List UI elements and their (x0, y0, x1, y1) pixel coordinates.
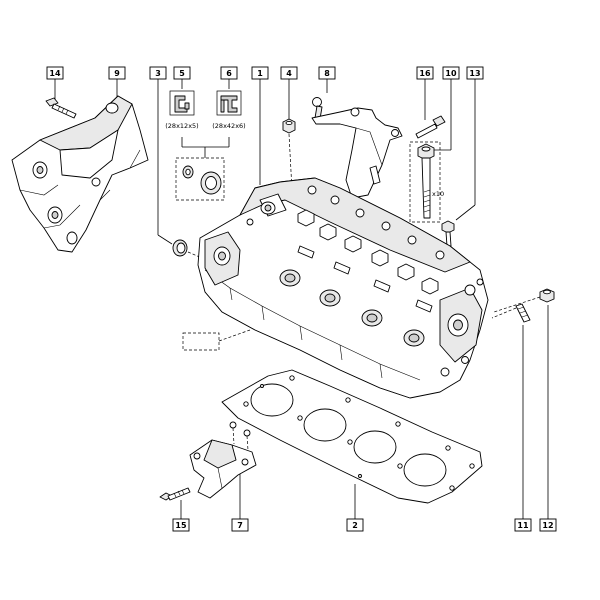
callout-14: 14 (46, 66, 64, 80)
seals-group (175, 157, 225, 201)
callout-label: 5 (179, 69, 185, 78)
callout-label: 9 (114, 69, 120, 78)
callout-2: 2 (346, 518, 364, 532)
callout-label: 4 (286, 69, 292, 78)
core-plug-3 (172, 239, 188, 257)
callout-6: 6 (220, 66, 238, 80)
callout-label: 16 (419, 69, 431, 78)
stud-11-axis (491, 307, 517, 319)
nut-4 (282, 118, 296, 134)
callout-13: 13 (466, 66, 484, 80)
leader-lines (54, 79, 549, 519)
callout-10: 10 (442, 66, 460, 80)
callout-12: 12 (539, 518, 557, 532)
callout-label: 13 (469, 69, 480, 78)
callout-9: 9 (108, 66, 126, 80)
bracket-7 (189, 421, 257, 499)
callout-3: 3 (149, 66, 167, 80)
callout-label: 8 (324, 69, 330, 78)
callout-label: 2 (352, 521, 358, 530)
seal-5-section-detail (169, 90, 195, 116)
callout-15: 15 (172, 518, 190, 532)
bolt-13 (441, 220, 455, 247)
callout-11: 11 (514, 518, 532, 532)
bolt-15 (159, 487, 191, 501)
bolt-14 (45, 97, 77, 119)
head-gasket-2 (221, 369, 483, 504)
callout-5: 5 (173, 66, 191, 80)
callout-label: 15 (175, 521, 187, 530)
callout-label: 1 (257, 69, 263, 78)
hidden-part-axis (218, 329, 251, 342)
engine-mount-bracket-9 (11, 95, 149, 253)
callout-1: 1 (251, 66, 269, 80)
callout-4: 4 (280, 66, 298, 80)
seal-5-size-label: (28x12x5) (165, 122, 198, 130)
callout-16: 16 (416, 66, 434, 80)
seal-6-size-label: (28x42x6) (212, 122, 245, 130)
head-bolt-10 (409, 141, 441, 223)
bolt-10-quantity: x10 (432, 190, 444, 198)
nut-12 (539, 288, 555, 303)
callout-label: 14 (49, 69, 61, 78)
callout-7: 7 (231, 518, 249, 532)
callout-label: 11 (517, 521, 529, 530)
stud-11 (515, 303, 531, 323)
callout-label: 6 (226, 69, 232, 78)
cylinder-head-1 (197, 177, 489, 399)
callout-8: 8 (318, 66, 336, 80)
nut-12-axis (493, 296, 541, 313)
bolt-16 (415, 115, 446, 139)
callout-label: 7 (237, 521, 243, 530)
callout-label: 12 (542, 521, 553, 530)
seal-6-section-detail (216, 90, 242, 116)
lifting-bracket-8 (311, 97, 403, 199)
callout-label: 10 (445, 69, 457, 78)
callout-label: 3 (155, 69, 161, 78)
hidden-part-outline (182, 332, 220, 351)
